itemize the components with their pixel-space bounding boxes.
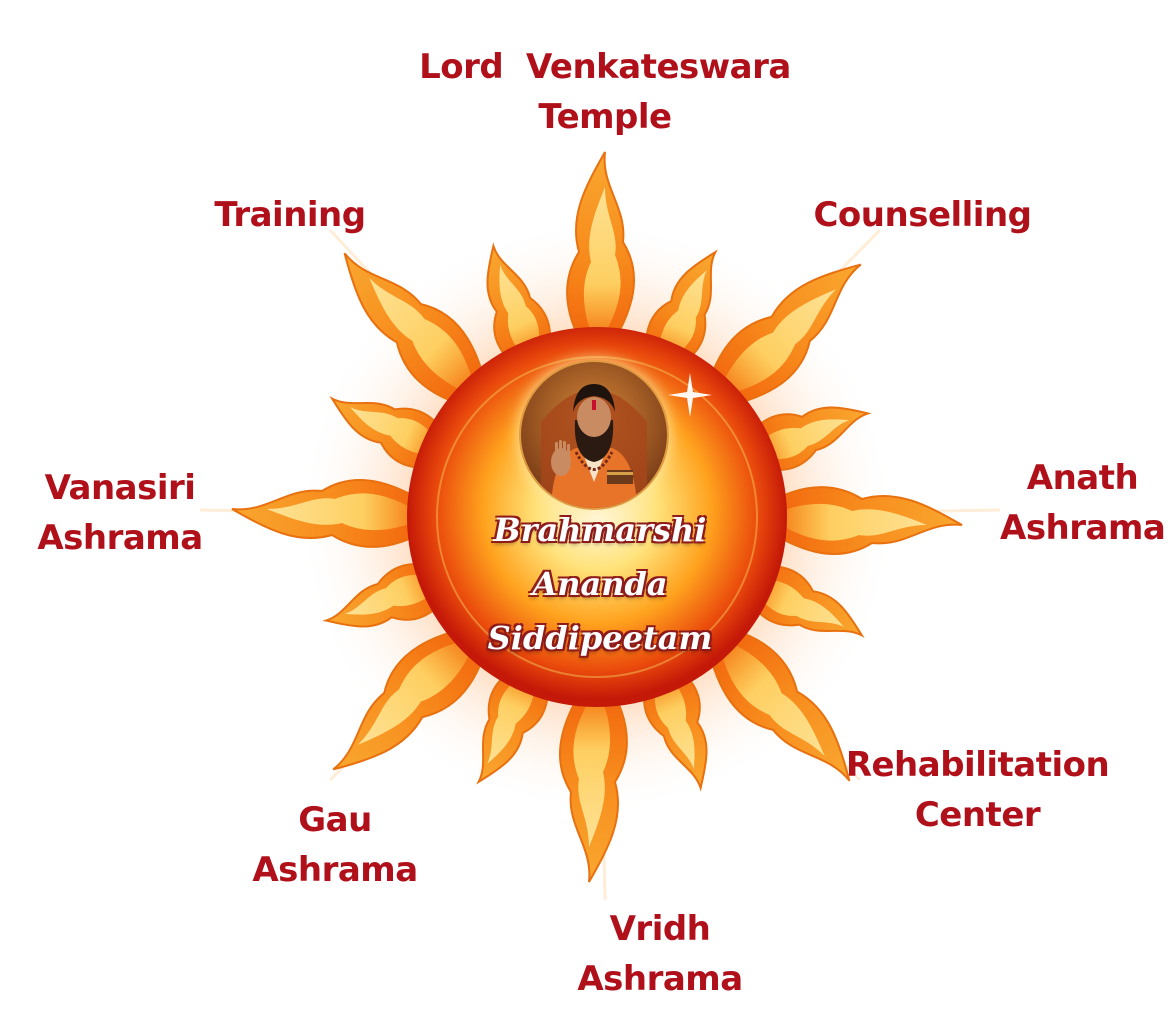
center-title-line: Brahmarshi (493, 511, 707, 549)
branch-anath-ashrama[interactable]: Anath Ashrama (1000, 453, 1166, 553)
branch-gau-ashrama[interactable]: Gau Ashrama (245, 795, 425, 895)
branch-label-line: Temple (538, 97, 672, 137)
branch-label-line: Vridh (609, 909, 711, 949)
sun-core (407, 327, 787, 707)
guru-portrait-icon (521, 362, 667, 508)
branch-label-line: Ashrama (1000, 508, 1166, 548)
center-title: Brahmarshi Ananda Siddipeetam (455, 503, 745, 665)
branch-label-line: Gau (298, 800, 372, 840)
branch-label-line: Ashrama (252, 850, 418, 890)
sparkle-icon (668, 373, 712, 417)
branch-vanasiri-ashrama[interactable]: Vanasiri Ashrama (25, 463, 215, 563)
branch-label-line: Ashrama (577, 959, 743, 999)
branch-venkateswara-temple[interactable]: Lord Venkateswara Temple (395, 42, 815, 142)
branch-label-line: Lord Venkateswara (419, 47, 791, 87)
branch-label-line: Center (914, 795, 1041, 835)
branch-label-line: Vanasiri (44, 468, 196, 508)
branch-label-line: Training (214, 195, 366, 235)
branch-vridh-ashrama[interactable]: Vridh Ashrama (570, 904, 750, 1004)
branch-training[interactable]: Training (200, 190, 380, 240)
center-title-line: Ananda (532, 565, 668, 603)
branch-label-line: Rehabilitation (845, 745, 1110, 785)
branch-label-line: Counselling (813, 195, 1032, 235)
branch-label-line: Ashrama (37, 518, 203, 558)
center-title-line: Siddipeetam (487, 619, 713, 657)
branch-counselling[interactable]: Counselling (805, 190, 1040, 240)
branch-rehabilitation-center[interactable]: Rehabilitation Center (845, 740, 1110, 840)
branch-label-line: Anath (1026, 458, 1139, 498)
